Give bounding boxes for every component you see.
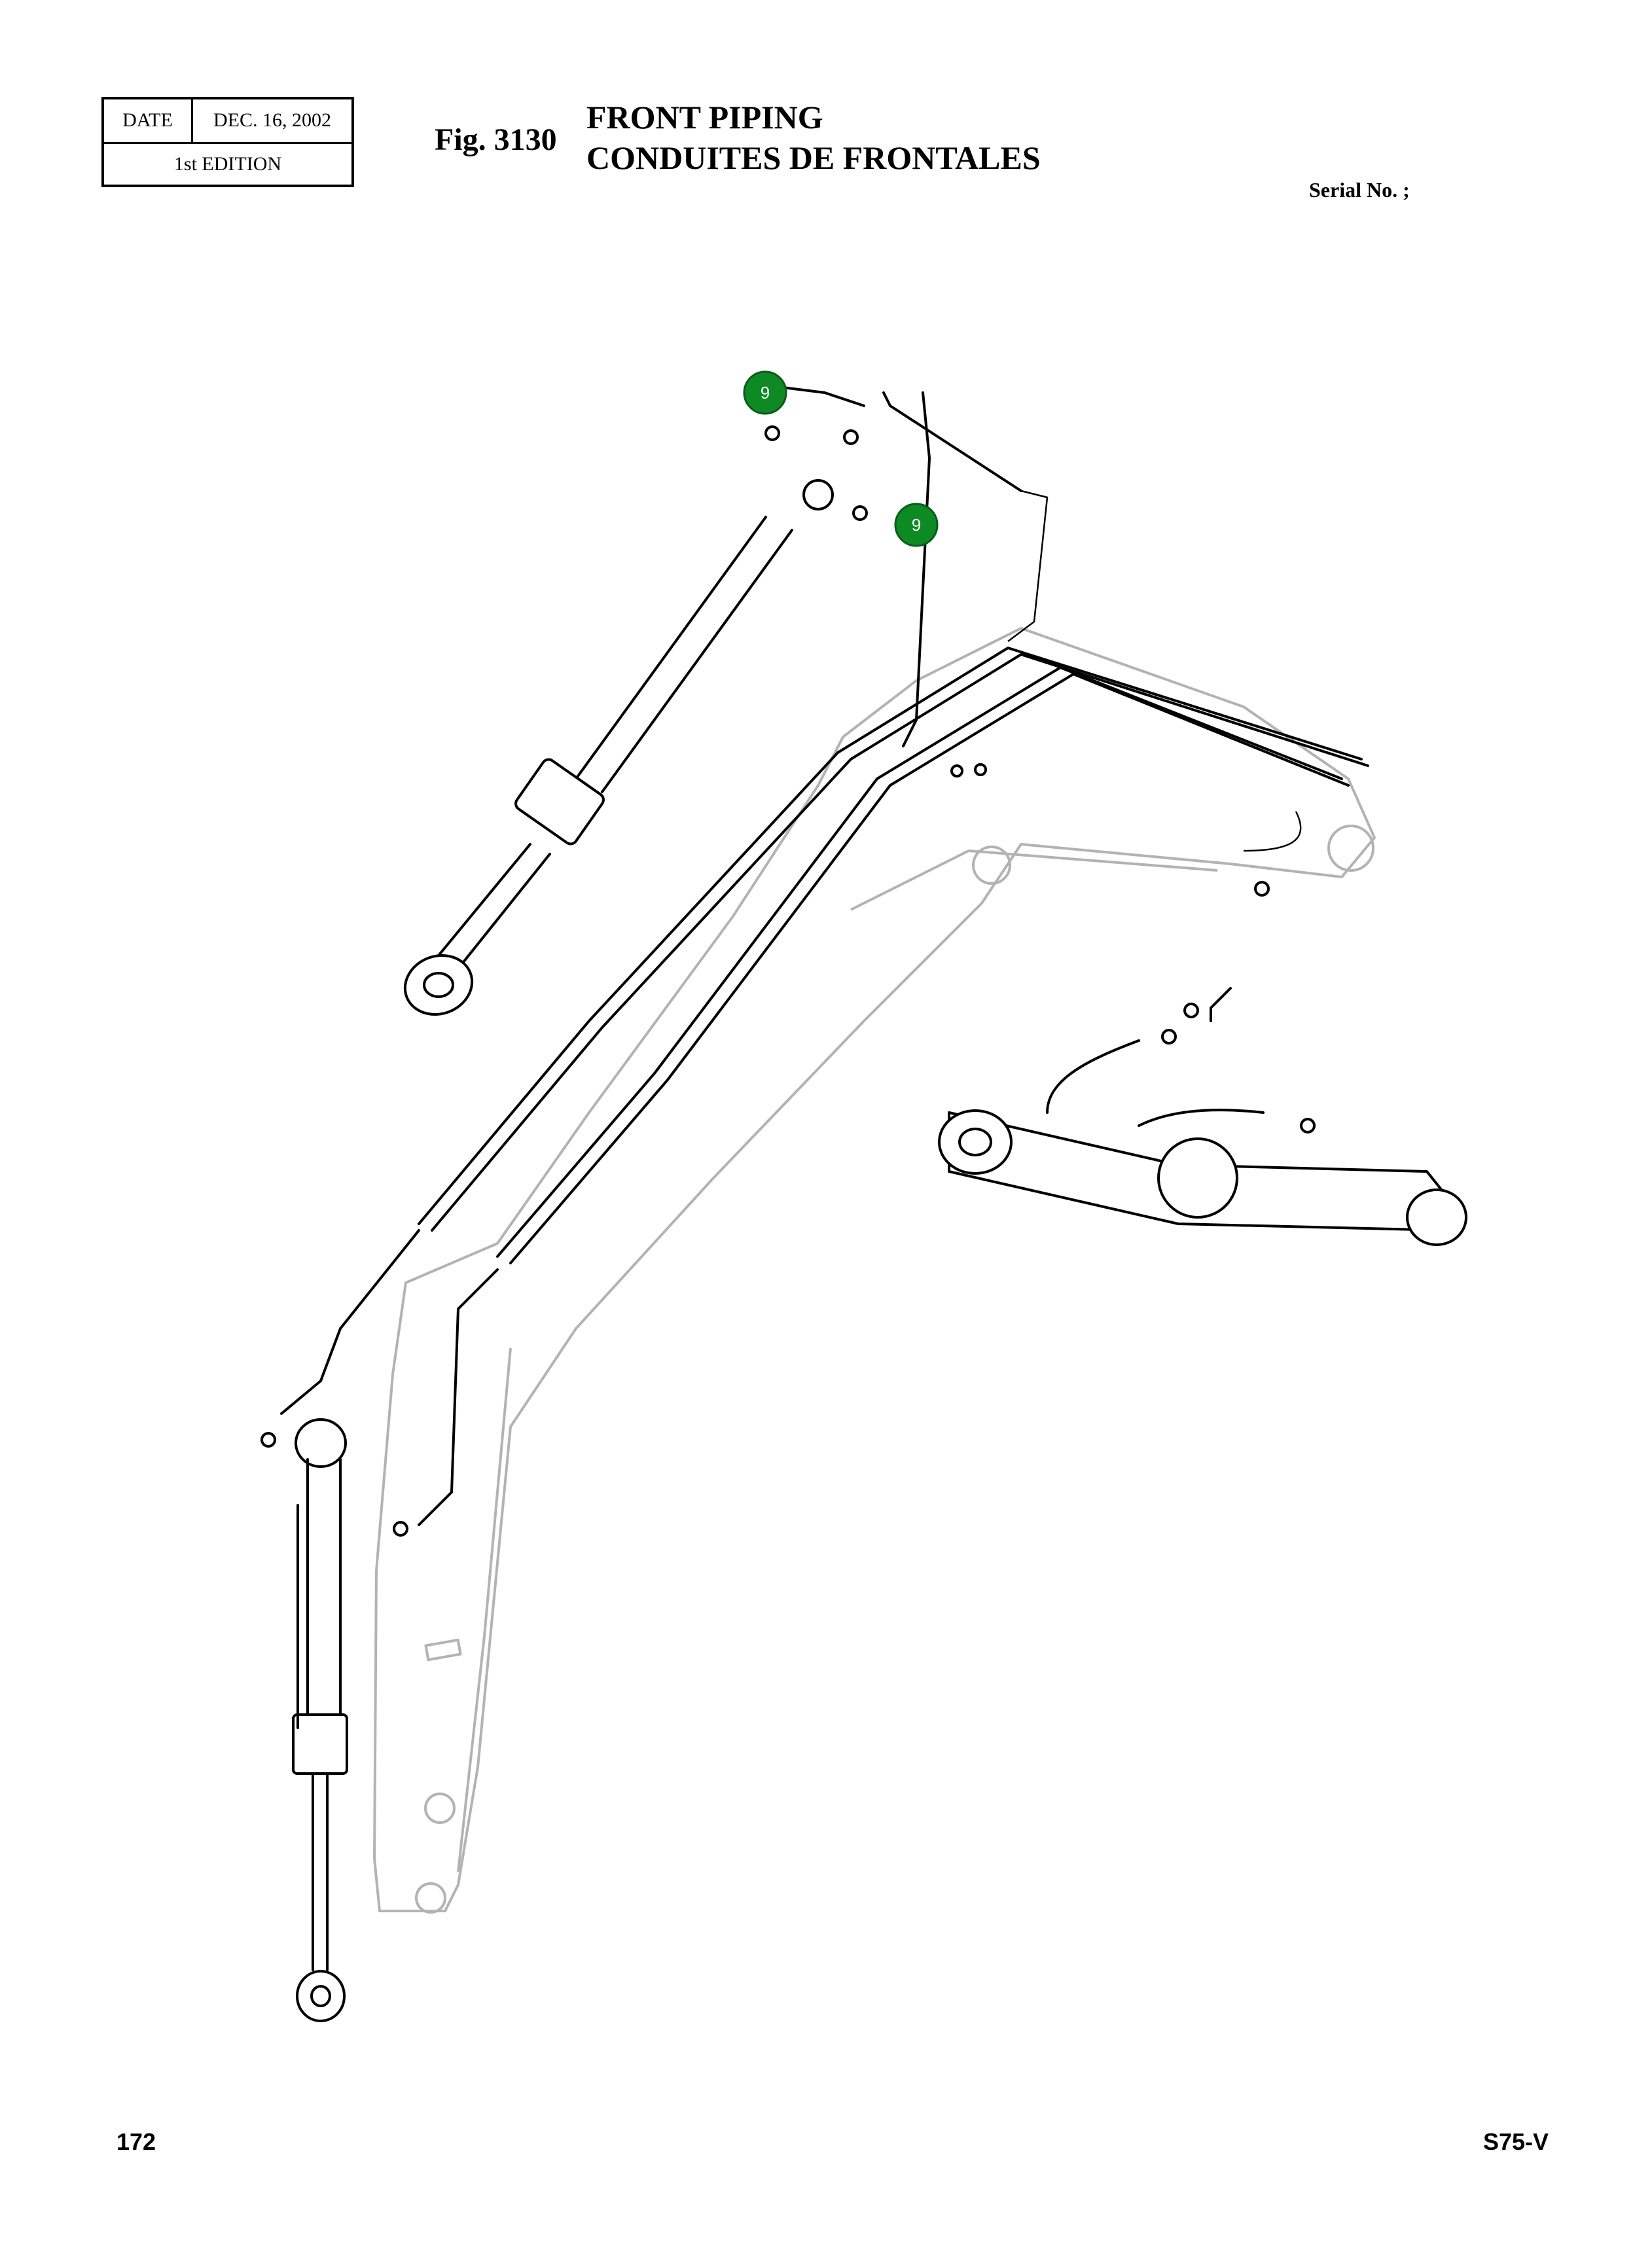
figure-number: Fig. 3130 <box>435 122 557 157</box>
title-english: FRONT PIPING <box>586 99 823 135</box>
page-number: 172 <box>117 2128 156 2155</box>
title-french: CONDUITES DE FRONTALES <box>586 139 1041 176</box>
serial-number: Serial No. ; <box>1309 178 1410 202</box>
pipe-bracket-lines <box>1007 490 1302 852</box>
hydraulic-pipes <box>280 385 1369 1526</box>
callout-label: 9 <box>761 383 770 402</box>
model-code: S75-V <box>1483 2128 1549 2155</box>
date-value: DEC. 16, 2002 <box>213 109 331 131</box>
bucket-cylinder <box>938 1039 1467 1246</box>
fittings <box>260 425 1316 1537</box>
boom-cylinder <box>292 1418 348 2022</box>
arm-cylinder <box>403 516 793 1016</box>
edition-label: 1st EDITION <box>173 153 282 175</box>
boom-structure <box>373 627 1376 1914</box>
date-edition-box: DATE DEC. 16, 2002 1st EDITION <box>101 97 354 187</box>
callout-label: 9 <box>912 515 921 535</box>
callout-9-mid: 9 <box>894 503 939 547</box>
date-label: DATE <box>104 99 193 142</box>
date-row: DATE DEC. 16, 2002 <box>104 99 351 144</box>
callout-9-top: 9 <box>743 370 787 415</box>
